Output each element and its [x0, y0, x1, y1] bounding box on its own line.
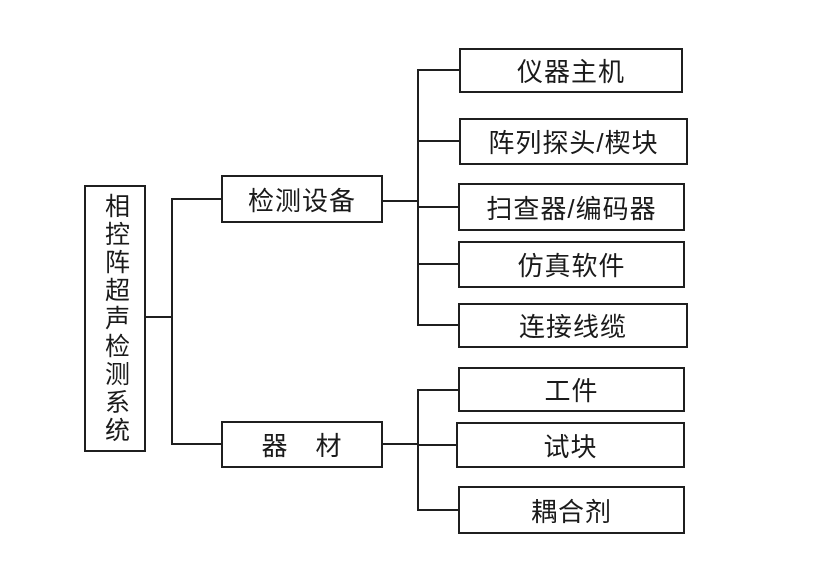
node-child-instrument-main-unit: 仪器主机 [459, 48, 683, 93]
node-child-workpiece-label: 工件 [544, 376, 599, 406]
node-child-couplant: 耦合剂 [458, 486, 685, 534]
node-child-simulation-software: 仿真软件 [458, 241, 685, 288]
connector-testing-equipment-stub [383, 200, 419, 202]
node-branch-testing-equipment: 检测设备 [221, 175, 383, 223]
node-child-test-block-label: 试块 [543, 431, 598, 462]
node-child-scanner-encoder: 扫查器/编码器 [458, 183, 685, 231]
node-child-simulation-software-label: 仿真软件 [517, 251, 626, 281]
connector-to-scanner-encoder [417, 206, 459, 208]
connector-equipment-trunk [417, 69, 419, 326]
connector-to-array-probe-wedge [417, 140, 459, 142]
connector-to-instrument-main-unit [417, 69, 459, 71]
node-child-connection-cables: 连接线缆 [458, 303, 688, 348]
node-branch-materials-label: 器 材 [261, 431, 343, 461]
connector-materials-stub [383, 443, 419, 445]
node-root-label: 相控阵超声检测系统 [101, 192, 130, 445]
node-root-phased-array-ut-system: 相控阵超声检测系统 [84, 185, 146, 452]
connector-to-materials [172, 443, 221, 445]
connector-to-couplant [417, 509, 458, 511]
connector-root-stub [146, 316, 172, 318]
node-child-couplant-label: 耦合剂 [530, 496, 612, 527]
node-child-workpiece: 工件 [458, 367, 685, 412]
connector-materials-trunk [417, 389, 419, 511]
node-child-instrument-main-unit-label: 仪器主机 [516, 57, 625, 87]
node-child-connection-cables-label: 连接线缆 [518, 312, 627, 342]
connector-branch-trunk [171, 198, 173, 445]
connector-to-connection-cables [417, 324, 459, 326]
node-branch-testing-equipment-label: 检测设备 [247, 185, 356, 216]
node-child-test-block: 试块 [456, 422, 685, 468]
connector-to-workpiece [417, 389, 458, 391]
node-branch-materials: 器 材 [221, 421, 383, 468]
connector-to-test-block [417, 444, 456, 446]
connector-to-simulation-software [417, 263, 459, 265]
node-child-array-probe-wedge-label: 阵列探头/楔块 [488, 128, 659, 158]
connector-to-testing-equipment [172, 198, 221, 200]
node-child-scanner-encoder-label: 扫查器/编码器 [486, 193, 657, 224]
node-child-array-probe-wedge: 阵列探头/楔块 [459, 118, 688, 165]
